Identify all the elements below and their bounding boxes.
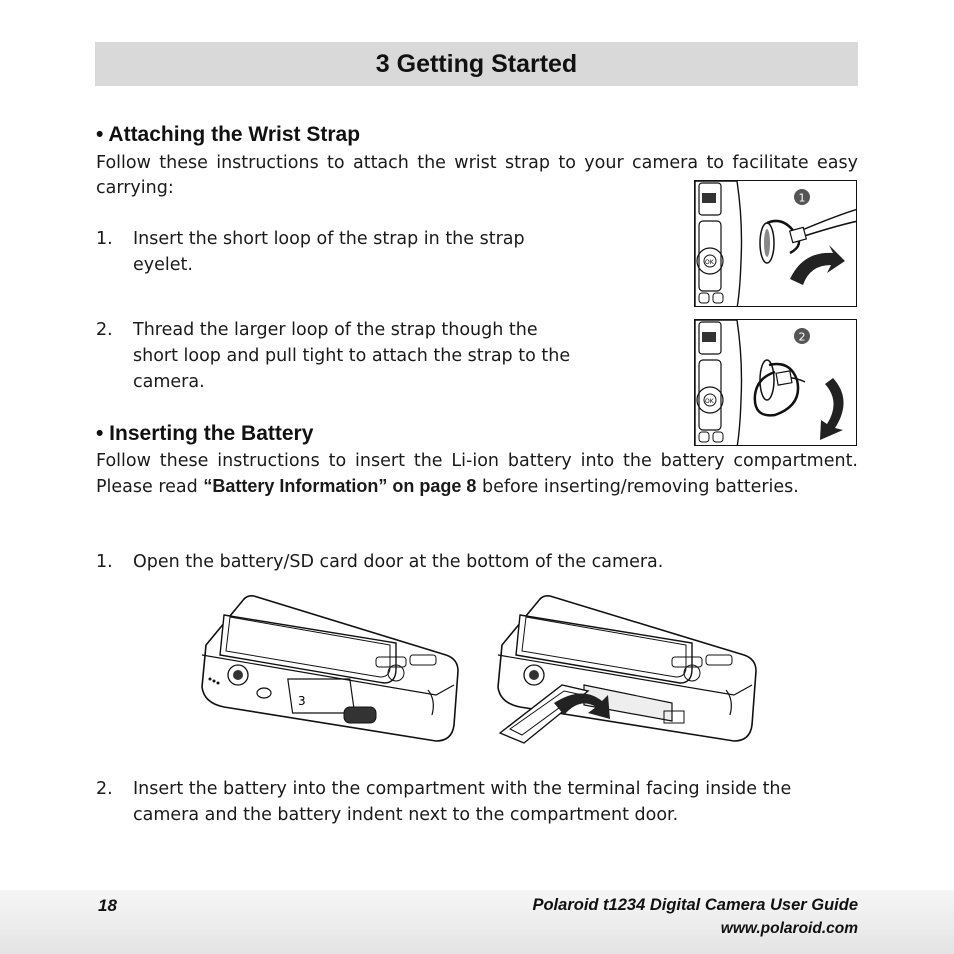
- step-text: Insert the short loop of the strap in th…: [133, 229, 525, 275]
- battery-info-reference: “Battery Information” on page 8: [203, 476, 477, 496]
- website-link[interactable]: www.polaroid.com: [720, 920, 858, 937]
- figure-badge-1: 1: [799, 192, 806, 205]
- wrist-strap-step-2-illustration: OK 2: [694, 319, 857, 446]
- wrist-strap-step-2: 2. Thread the larger loop of the strap t…: [96, 317, 576, 395]
- battery-intro-text: Follow these instructions to insert the …: [96, 451, 858, 497]
- page-footer: [0, 890, 954, 954]
- section-heading-battery: • Inserting the Battery: [96, 422, 314, 445]
- svg-text:OK: OK: [705, 398, 715, 405]
- battery-step-2: 2. Insert the battery into the compartme…: [96, 776, 858, 828]
- section-heading-wrist-strap: • Attaching the Wrist Strap: [96, 123, 361, 146]
- battery-step-1: 1. Open the battery/SD card door at the …: [96, 549, 858, 575]
- step-number: 2.: [96, 320, 113, 340]
- battery-intro: Follow these instructions to insert the …: [96, 449, 858, 500]
- page-number: 18: [98, 896, 117, 915]
- svg-text:OK: OK: [705, 259, 715, 266]
- svg-text:3: 3: [298, 694, 306, 708]
- camera-bottom-door-closed-illustration: 3: [196, 595, 461, 745]
- step-text: Insert the battery into the compartment …: [133, 779, 792, 825]
- step-number: 1.: [96, 552, 113, 572]
- step-text: Open the battery/SD card door at the bot…: [133, 552, 664, 572]
- battery-intro-text-end: before inserting/removing batteries.: [481, 477, 799, 497]
- wrist-strap-intro: Follow these instructions to attach the …: [96, 153, 858, 198]
- figure-badge-2: 2: [799, 331, 806, 344]
- step-number: 2.: [96, 779, 113, 799]
- chapter-title: 3 Getting Started: [375, 49, 578, 78]
- chapter-header: 3 Getting Started: [95, 42, 858, 86]
- camera-bottom-door-open-illustration: [492, 595, 762, 745]
- step-number: 1.: [96, 229, 113, 249]
- wrist-strap-step-1-illustration: OK 1: [694, 180, 857, 307]
- guide-title: Polaroid t1234 Digital Camera User Guide: [532, 896, 858, 914]
- step-text: Thread the larger loop of the strap thou…: [133, 320, 571, 392]
- wrist-strap-step-1: 1. Insert the short loop of the strap in…: [96, 226, 566, 278]
